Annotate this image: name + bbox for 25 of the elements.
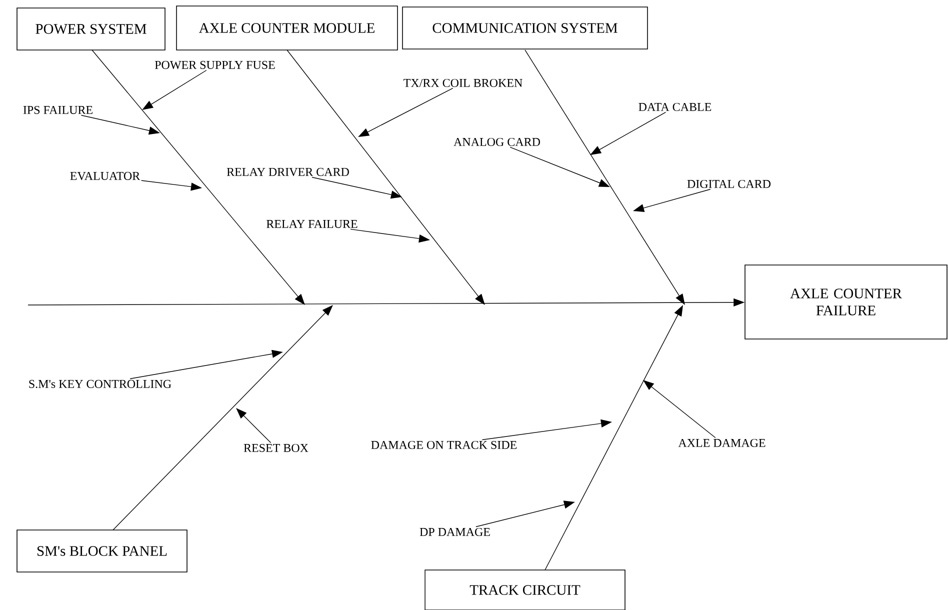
cause-label: DAMAGE ON TRACK SIDE xyxy=(371,440,517,450)
cause-label: DP DAMAGE xyxy=(420,528,490,536)
bone-arrow xyxy=(92,50,305,305)
bone-arrow xyxy=(286,50,485,305)
category-box: COMMUNICATION SYSTEM xyxy=(402,6,648,50)
category-box: SM's BLOCK PANEL xyxy=(16,530,188,572)
category-box: AXLE COUNTER MODULE xyxy=(176,6,398,50)
cause-label: RELAY DRIVER CARD xyxy=(226,168,349,176)
cause-label: TX/RX COIL BROKEN xyxy=(404,78,522,88)
category-box: TRACK CIRCUIT xyxy=(424,570,626,610)
arrow xyxy=(236,408,272,444)
cause-label: AXLE DAMAGE xyxy=(678,438,766,448)
cause-label: ANALOG CARD xyxy=(454,138,540,146)
bone-arrow xyxy=(112,305,333,530)
cause-label: DATA CABLE xyxy=(638,102,712,112)
arrow xyxy=(643,380,716,438)
category-box: POWER SYSTEM xyxy=(16,8,166,50)
cause-label: DIGITAL CARD xyxy=(687,180,771,188)
cause-label: POWER SUPPLY FUSE xyxy=(154,60,275,70)
cause-label: IPS FAILURE xyxy=(23,106,92,114)
effect-box: AXLE COUNTER FAILURE xyxy=(744,264,948,340)
cause-label: RELAY FAILURE xyxy=(266,220,358,228)
cause-label: S.M's KEY CONTROLLING xyxy=(29,380,172,388)
cause-label: RESET BOX xyxy=(244,444,308,452)
cause-label: EVALUATOR xyxy=(70,172,140,180)
